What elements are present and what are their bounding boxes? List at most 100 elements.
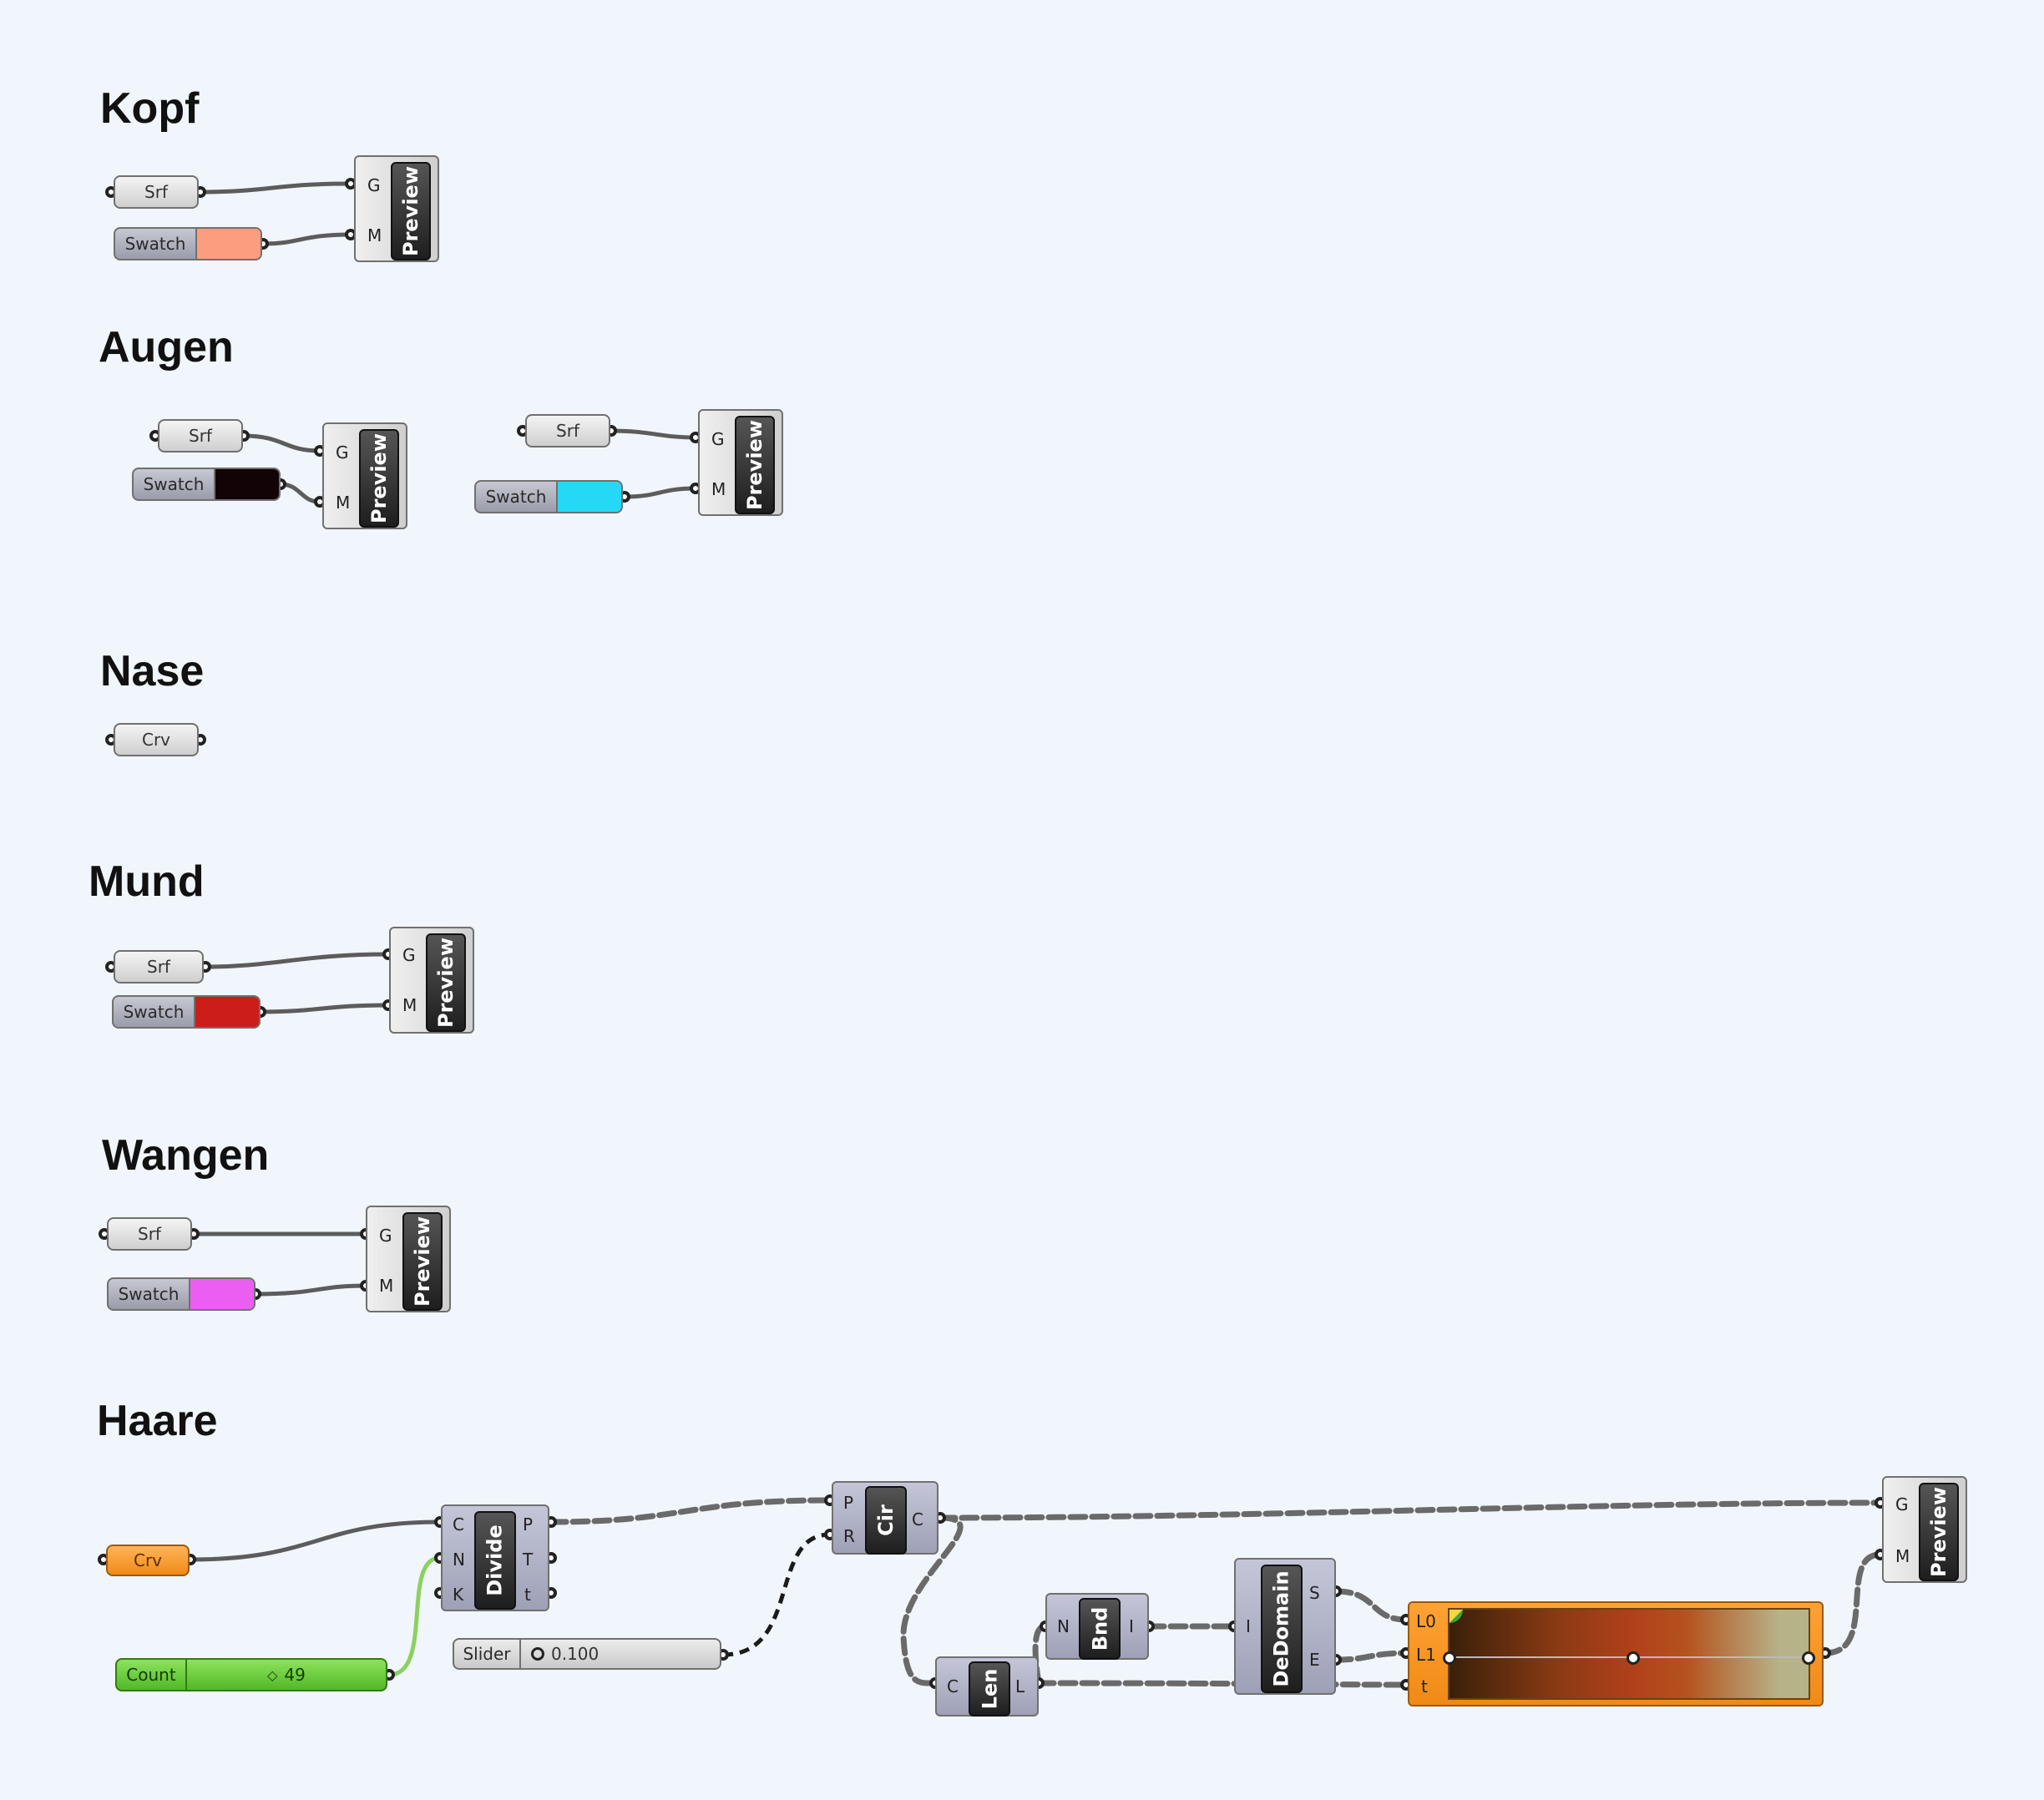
- pin-g: G: [367, 175, 381, 195]
- gradient-grip[interactable]: [1627, 1651, 1640, 1665]
- colour-swatch[interactable]: Swatch: [107, 1277, 256, 1311]
- swatch-label: Swatch: [109, 1279, 190, 1309]
- srf-param[interactable]: Srf: [158, 419, 243, 453]
- wire: [188, 1519, 443, 1562]
- gradient-corner-icon: [1450, 1610, 1463, 1623]
- preview-component[interactable]: G M Preview: [322, 422, 407, 529]
- component-label: Len: [969, 1661, 1010, 1717]
- wire: [203, 952, 391, 969]
- wire-count: [388, 1555, 441, 1677]
- slider-track[interactable]: ◇ 49: [187, 1660, 386, 1690]
- pin-l: L: [1015, 1676, 1025, 1696]
- pin-m: M: [336, 493, 351, 513]
- gradient-preview[interactable]: [1443, 1608, 1815, 1700]
- wire-list: [1035, 1680, 1409, 1688]
- srf-param[interactable]: Srf: [114, 950, 204, 983]
- preview-component[interactable]: G M Preview: [1882, 1476, 1967, 1583]
- group-title-mund: Mund: [89, 857, 205, 906]
- pin-m: M: [367, 225, 382, 245]
- slider-grip-icon[interactable]: [531, 1647, 544, 1661]
- wire: [198, 181, 353, 195]
- wire-slider: [722, 1532, 831, 1657]
- pin-g: G: [336, 442, 349, 463]
- deconstruct-domain-component[interactable]: I DeDomain S E: [1234, 1558, 1336, 1695]
- divide-component[interactable]: C N K Divide P T t: [441, 1504, 549, 1611]
- swatch-colour[interactable]: [190, 1279, 254, 1309]
- pin-i: I: [1129, 1616, 1134, 1636]
- preview-component[interactable]: G M Preview: [366, 1206, 451, 1312]
- slider-value: 0.100: [551, 1644, 600, 1664]
- wire-list: [1822, 1551, 1884, 1656]
- wire: [261, 232, 353, 246]
- pin-g: G: [1895, 1494, 1909, 1514]
- pin-m: M: [1895, 1546, 1910, 1566]
- swatch-colour[interactable]: [215, 469, 279, 499]
- pin-c: C: [453, 1514, 464, 1535]
- colour-swatch[interactable]: Swatch: [112, 995, 261, 1029]
- pin-p: P: [523, 1514, 534, 1535]
- group-title-augen: Augen: [99, 323, 234, 372]
- swatch-colour[interactable]: [197, 229, 261, 259]
- group-title-kopf: Kopf: [100, 84, 200, 133]
- preview-component[interactable]: G M Preview: [698, 409, 783, 516]
- colour-swatch[interactable]: Swatch: [114, 227, 262, 260]
- preview-component[interactable]: G M Preview: [354, 155, 439, 262]
- bounds-component[interactable]: N Bnd I: [1045, 1593, 1149, 1660]
- pin-e: E: [1309, 1650, 1320, 1670]
- srf-param[interactable]: Srf: [107, 1217, 192, 1251]
- wire-list: [900, 1514, 964, 1686]
- wire-list: [937, 1499, 1884, 1521]
- gradient-grip[interactable]: [1443, 1651, 1456, 1665]
- wire: [253, 1283, 368, 1297]
- wire: [609, 428, 698, 440]
- srf-param[interactable]: Srf: [114, 175, 199, 209]
- wire: [622, 486, 698, 499]
- colour-swatch[interactable]: Swatch: [474, 480, 623, 513]
- swatch-colour[interactable]: [195, 997, 259, 1027]
- slider-track[interactable]: 0.100: [521, 1640, 720, 1668]
- crv-param[interactable]: Crv: [114, 723, 199, 756]
- wire: [258, 1003, 391, 1014]
- gradient-grip[interactable]: [1802, 1651, 1815, 1665]
- slider-label: Count: [117, 1660, 187, 1690]
- swatch-label: Swatch: [476, 482, 558, 512]
- colour-swatch[interactable]: Swatch: [132, 468, 281, 501]
- crv-param[interactable]: Crv: [106, 1545, 190, 1576]
- swatch-label: Swatch: [115, 229, 197, 259]
- pin-t-upper: T: [523, 1550, 534, 1570]
- wire-list: [1333, 1588, 1409, 1623]
- pin-g: G: [402, 945, 416, 965]
- pin-p: P: [843, 1493, 854, 1513]
- swatch-colour[interactable]: [558, 482, 621, 512]
- slider-label: Slider: [454, 1640, 521, 1668]
- swatch-label: Swatch: [114, 997, 195, 1027]
- pin-l0: L0: [1416, 1611, 1436, 1631]
- component-label: Preview: [1919, 1483, 1959, 1581]
- count-slider[interactable]: Count ◇ 49: [115, 1658, 387, 1691]
- pin-t: t: [524, 1585, 531, 1605]
- preview-component[interactable]: G M Preview: [389, 927, 474, 1034]
- wire: [278, 482, 322, 504]
- component-label: Preview: [359, 429, 399, 528]
- pin-m: M: [711, 479, 726, 499]
- pin-l1: L1: [1416, 1645, 1436, 1665]
- wire-list: [548, 1497, 833, 1525]
- length-component[interactable]: C Len L: [935, 1656, 1039, 1717]
- pin-g: G: [379, 1226, 392, 1246]
- gradient-component[interactable]: L0 L1 t: [1408, 1601, 1824, 1706]
- pin-c: C: [947, 1676, 959, 1696]
- pin-g: G: [711, 429, 725, 449]
- wire-list: [1333, 1650, 1409, 1663]
- component-label: Bnd: [1079, 1598, 1121, 1660]
- pin-s: S: [1309, 1583, 1320, 1603]
- pin-m: M: [379, 1276, 394, 1296]
- srf-param[interactable]: Srf: [525, 414, 610, 447]
- slider-grip-icon[interactable]: ◇: [267, 1666, 278, 1683]
- group-title-haare: Haare: [97, 1397, 218, 1445]
- component-label: Preview: [391, 162, 431, 260]
- pin-t: t: [1421, 1676, 1428, 1696]
- number-slider[interactable]: Slider 0.100: [453, 1638, 721, 1670]
- circle-component[interactable]: P R Cir C: [832, 1481, 939, 1555]
- pin-r: R: [843, 1526, 855, 1546]
